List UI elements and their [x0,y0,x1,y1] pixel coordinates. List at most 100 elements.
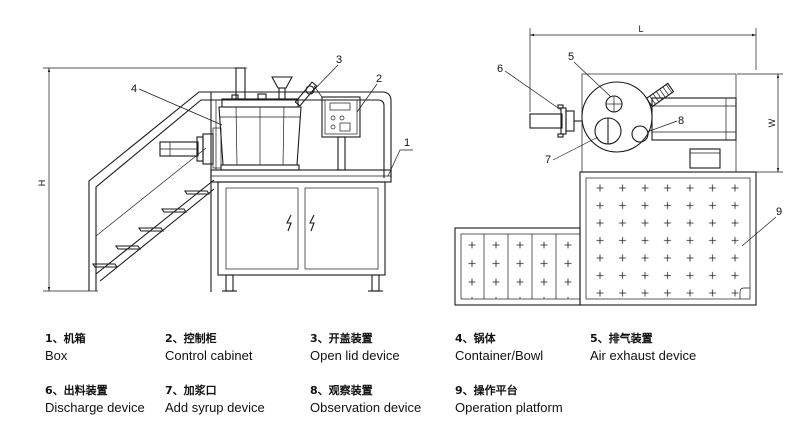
air-exhaust-pipe-side [234,67,247,100]
legend-item-discharge-device: 6、出料装置 Discharge device [45,383,145,417]
stair-step [114,245,142,250]
stair-stringer-lower [99,188,215,282]
box-leg [371,274,380,292]
legend-label-zh: 2、控制柜 [165,332,217,345]
railing-top-inner [214,99,385,178]
callout-air-exhaust-device: 5 [568,51,612,98]
box-door-right [304,187,379,270]
length-label: L [638,24,643,34]
callout-leader [387,149,413,177]
syrup-funnel [271,76,293,89]
exhaust-pipe [235,67,246,100]
box-door-left [225,187,299,270]
lid-cylinder-hatch [662,86,669,96]
staircase [88,91,215,291]
legend-item-observation-device: 8、观察装置 Observation device [310,383,421,417]
callout-number: 6 [497,63,503,75]
platform-corner-detail [739,287,750,299]
callout-number: 7 [545,154,551,166]
bowl-rib [235,106,238,166]
container-bowl-side [212,93,302,171]
legend-label-en: Control cabinet [165,348,253,363]
drive-housing [651,97,737,141]
stair-step [137,227,165,232]
legend-item-operation-platform: 9、操作平台 Operation platform [455,383,563,417]
electrical-warning-icon [309,214,315,232]
width-label: W [767,118,777,127]
legend-label-en: Observation device [310,400,422,415]
platform-railing [210,91,392,292]
platform-main-grating [586,178,750,299]
cabinet-switch [339,122,351,132]
legend-label-zh: 3、开盖装置 [310,332,373,345]
drive-housing-plan [651,97,737,141]
callout-number: 1 [404,137,410,149]
stair-handrail-outer [88,91,214,291]
stair-handrail-inner [95,99,214,291]
callout-number: 5 [568,51,574,63]
callout-number: 2 [376,73,382,85]
syrup-funnel-neck [278,87,286,100]
legend-item-add-syrup-device: 7、加浆口 Add syrup device [165,383,265,417]
callout-leader [552,136,599,161]
callout-open-lid-device: 3 [307,54,342,97]
callout-add-syrup-device: 7 [545,136,599,166]
cabinet-top [689,148,721,169]
control-cabinet-plan [689,148,721,169]
legend-label-zh: 9、操作平台 [455,384,518,397]
legend-label-en: Box [45,348,68,363]
box-body [217,181,386,276]
flange-bolt [557,133,564,138]
callout-control-cabinet: 2 [356,73,382,113]
discharge-valve-body [565,110,575,132]
legend-label-zh: 6、出料装置 [45,384,108,397]
callout-box: 1 [387,137,413,177]
legend-label-en: Add syrup device [165,400,265,415]
top-plan-view: L W [454,24,783,306]
legend-item-container-bowl: 4、锅体 Container/Bowl [455,331,543,365]
height-label: H [37,180,47,187]
callout-number: 4 [131,83,137,95]
bowl-base-ring [220,164,300,171]
railing-top-outer [214,91,392,178]
lid-link [313,85,323,98]
callout-leader [356,83,378,113]
callout-leader [573,61,612,98]
legend-label-en: Container/Bowl [455,348,544,363]
callout-leader [138,88,223,126]
callout-leader [646,120,678,133]
legend-label-zh: 8、观察装置 [310,384,373,397]
lid-cylinder-hatch [659,88,666,98]
callout-observation-device: 8 [646,115,684,133]
add-syrup-device-plan [594,117,622,145]
stair-step [91,263,119,268]
cabinet-button [339,115,345,121]
flange-bolt [557,104,564,109]
callout-leader [307,64,339,97]
legend-label-zh: 4、锅体 [455,332,496,345]
stair-mid-rail [95,147,207,237]
lid-cylinder-hatch [649,95,656,105]
callout-operation-platform: 9 [741,206,782,247]
lid-knob [231,94,239,100]
open-lid-device-plan [645,82,675,108]
length-dimension: L [529,24,757,112]
legend-item-control-cabinet: 2、控制柜 Control cabinet [165,331,252,365]
lid-knob [257,93,267,100]
callout-leader [504,70,562,111]
platform-extension-grating [461,234,580,299]
box-leg [225,274,234,292]
legend-item-open-lid-device: 3、开盖装置 Open lid device [310,331,400,365]
bowl-rib [282,106,285,166]
stair-step [160,208,188,213]
discharge-pipe [529,113,563,129]
operation-platform-plan [454,171,757,306]
legend-label-zh: 5、排气装置 [590,332,653,345]
legend-item-box: 1、机箱 Box [45,331,86,365]
legend-label-en: Operation platform [455,400,563,415]
machine-outline-plan [581,73,737,173]
cabinet-display [329,102,351,111]
front-elevation-view: H [37,54,413,292]
